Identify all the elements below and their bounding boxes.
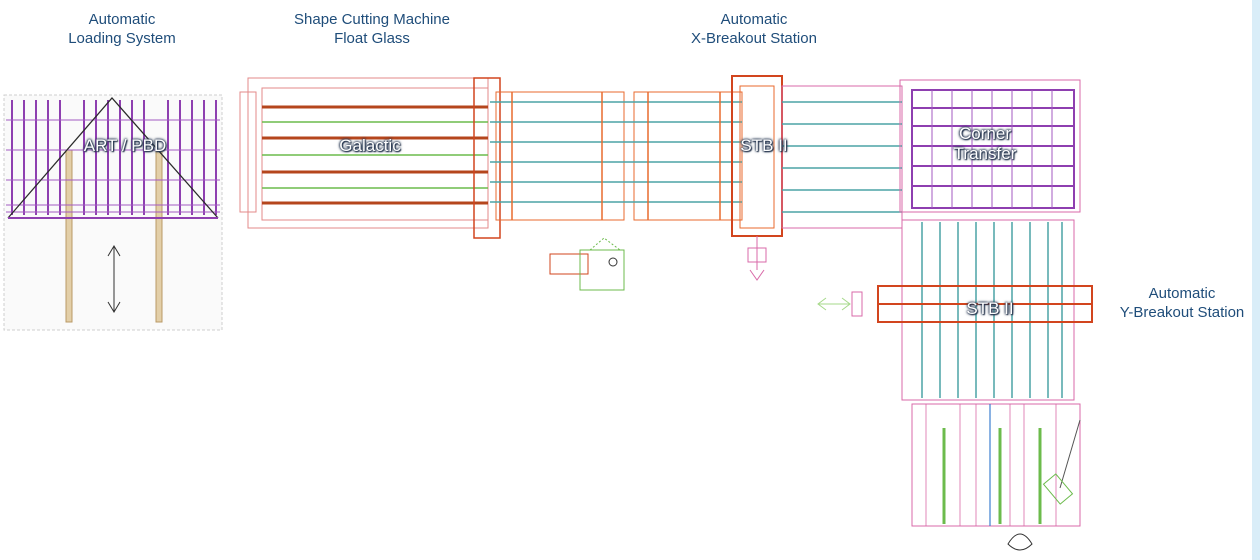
transport-tables-drawing — [490, 91, 743, 291]
x-breakout-drawing — [731, 75, 903, 281]
label-galactic: Galactic — [339, 136, 401, 155]
right-edge-sidebar — [1252, 0, 1260, 560]
loading-system-drawing — [3, 94, 223, 331]
header-y-breakout-station: Automatic Y-Breakout Station — [1119, 285, 1245, 321]
y-breakout-drawing — [817, 219, 1093, 551]
corner-transfer-drawing — [899, 79, 1081, 213]
header-shape-cutting-machine: Shape Cutting Machine Float Glass — [294, 11, 450, 47]
label-art-pbd: ART / PBD — [83, 136, 167, 155]
label-corner-transfer: Corner Transfer — [953, 124, 1017, 163]
label-stb-ii-y: STB II — [966, 299, 1014, 318]
cutting-machine-drawing — [239, 77, 501, 239]
label-stb-ii-x: STB II — [740, 136, 788, 155]
header-x-breakout-station: Automatic X-Breakout Station — [691, 11, 817, 47]
header-loading-system: Automatic Loading System — [68, 11, 176, 47]
